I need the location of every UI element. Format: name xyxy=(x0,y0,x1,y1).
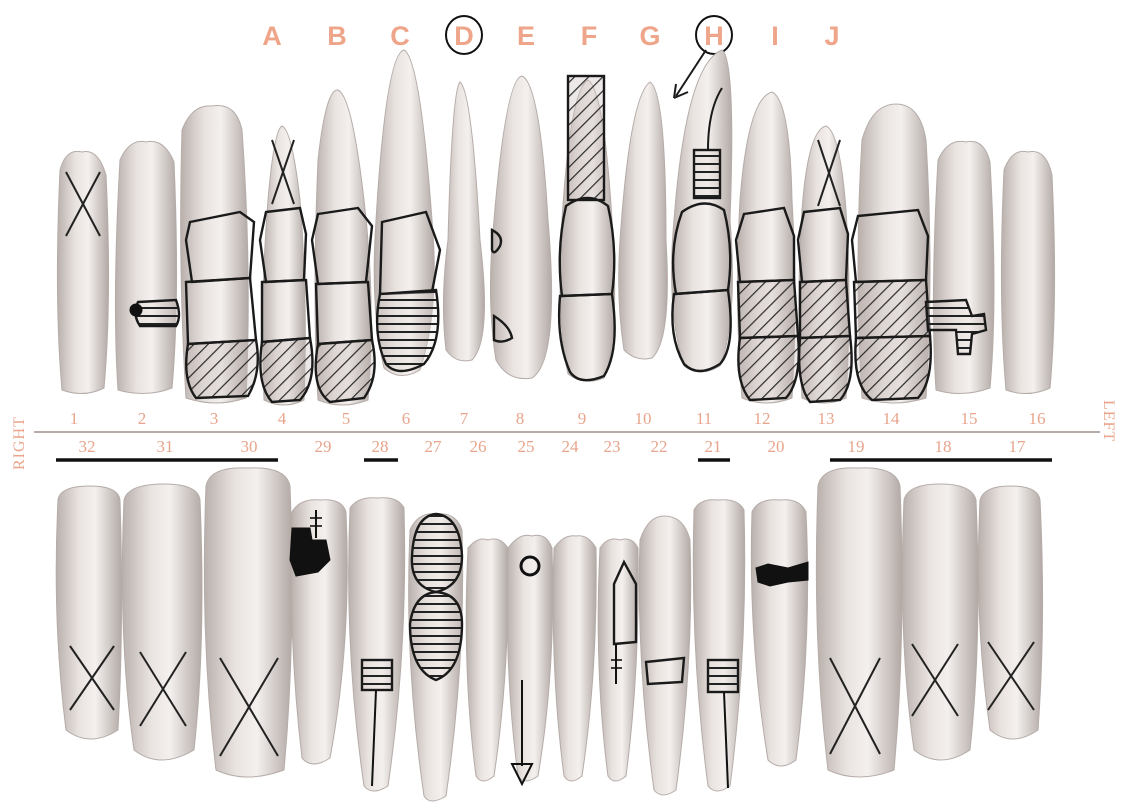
tooth-21 xyxy=(693,500,744,791)
upper-number-9: 9 xyxy=(578,409,587,428)
primary-letter-F: F xyxy=(581,21,598,51)
upper-number-1: 1 xyxy=(70,409,79,428)
tooth-18 xyxy=(902,484,978,760)
primary-letter-E: E xyxy=(517,21,535,51)
upper-number-14: 14 xyxy=(883,409,901,428)
upper-number-16: 16 xyxy=(1029,409,1046,428)
lower-number-22: 22 xyxy=(651,437,668,456)
lower-number-27: 27 xyxy=(425,437,443,456)
upper-number-12: 12 xyxy=(754,409,771,428)
right-side-label: RIGHT xyxy=(11,416,28,470)
tooth-22 xyxy=(639,516,690,795)
upper-number-7: 7 xyxy=(460,409,469,428)
crown-hatch-14-bot xyxy=(855,336,930,400)
facing-horiz-27-top xyxy=(412,514,462,592)
tooth-7 xyxy=(443,82,484,361)
tooth-2 xyxy=(115,141,176,393)
primary-letter-J: J xyxy=(824,21,839,51)
post-horiz-11 xyxy=(694,150,720,198)
tooth-20 xyxy=(751,500,807,766)
tooth-17 xyxy=(978,486,1042,739)
primary-letter-D: D xyxy=(454,21,474,51)
lower-number-20: 20 xyxy=(768,437,785,456)
crown-hatch-5 xyxy=(316,340,375,402)
filling-black-2 xyxy=(130,304,142,316)
upper-number-10: 10 xyxy=(635,409,652,428)
tooth-10 xyxy=(619,82,668,359)
upper-number-8: 8 xyxy=(516,409,525,428)
primary-letter-H: H xyxy=(704,21,724,51)
primary-letter-B: B xyxy=(327,21,347,51)
lower-arch xyxy=(56,468,1042,801)
post-hatch-9 xyxy=(568,76,604,200)
tooth-25 xyxy=(507,535,553,781)
lower-number-18: 18 xyxy=(935,437,952,456)
lower-number-32: 32 xyxy=(79,437,96,456)
primary-letter-C: C xyxy=(390,21,410,51)
upper-number-11: 11 xyxy=(696,409,712,428)
crown-hatch-4 xyxy=(260,338,312,402)
primary-letter-I: I xyxy=(771,21,779,51)
primary-letter-G: G xyxy=(639,21,660,51)
lower-number-30: 30 xyxy=(241,437,258,456)
post-horiz-28 xyxy=(362,660,392,690)
tooth-26 xyxy=(466,539,508,781)
lower-number-29: 29 xyxy=(315,437,332,456)
tooth-16 xyxy=(1001,151,1054,393)
lower-number-23: 23 xyxy=(604,437,621,456)
tooth-1 xyxy=(57,151,108,393)
lower-number-21: 21 xyxy=(705,437,722,456)
crown-hatch-13-bot xyxy=(799,336,852,402)
upper-number-4: 4 xyxy=(278,409,287,428)
crown-hatch-12-bot xyxy=(738,336,798,400)
tooth-28 xyxy=(349,498,405,791)
primary-letter-A: A xyxy=(262,21,282,51)
crown-hatch-12-mid xyxy=(738,280,798,338)
facing-horiz-6 xyxy=(377,290,438,371)
left-side-label: LEFT xyxy=(1100,400,1117,442)
lower-tooth-numbers: 32 31 30 29 28 27 26 25 24 23 22 21 20 19 18 17 xyxy=(79,437,1027,456)
lower-number-28: 28 xyxy=(372,437,389,456)
crown-hatch-14-mid xyxy=(854,280,930,338)
tooth-32 xyxy=(56,486,121,739)
lower-number-17: 17 xyxy=(1009,437,1027,456)
lower-number-24: 24 xyxy=(562,437,580,456)
lower-number-19: 19 xyxy=(848,437,865,456)
tooth-15 xyxy=(933,141,994,393)
tooth-8 xyxy=(490,76,551,379)
lower-number-31: 31 xyxy=(157,437,174,456)
primary-letter-row: A B C D E F G H I J xyxy=(262,16,839,54)
upper-number-2: 2 xyxy=(138,409,147,428)
upper-number-15: 15 xyxy=(961,409,978,428)
lower-number-25: 25 xyxy=(518,437,535,456)
post-horiz-21 xyxy=(708,660,738,692)
upper-number-3: 3 xyxy=(210,409,219,428)
filling-horiz-2 xyxy=(135,300,179,326)
tooth-30 xyxy=(204,468,292,777)
upper-number-6: 6 xyxy=(402,409,411,428)
upper-number-5: 5 xyxy=(342,409,351,428)
tooth-31 xyxy=(122,484,202,760)
crown-hatch-13-mid xyxy=(800,280,850,338)
lower-number-26: 26 xyxy=(470,437,487,456)
crown-hatch-3 xyxy=(186,340,258,398)
tooth-19 xyxy=(816,468,902,777)
tooth-24 xyxy=(553,536,596,781)
upper-number-13: 13 xyxy=(818,409,835,428)
